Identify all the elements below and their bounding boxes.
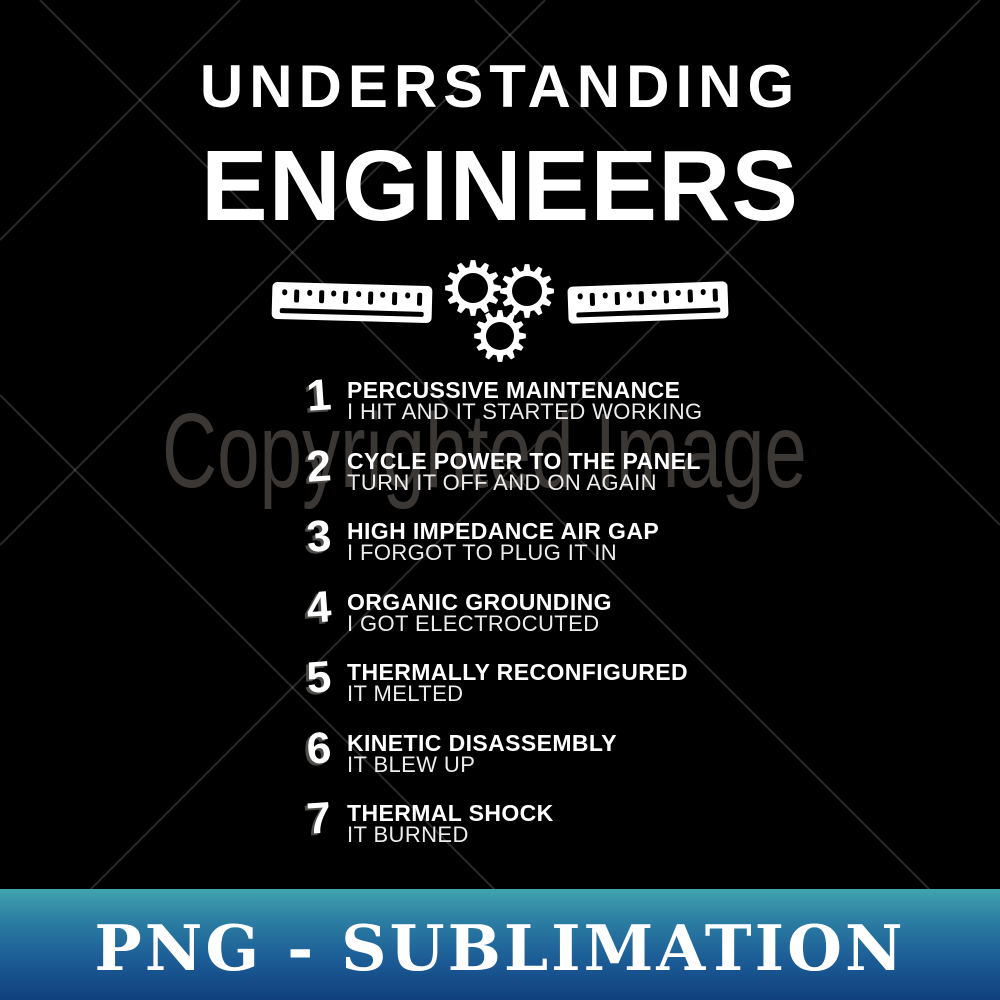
engineer-terms-list: 1 PERCUSSIVE MAINTENANCE I HIT AND IT ST…	[295, 370, 945, 868]
item-heading: THERMAL SHOCK	[347, 800, 554, 826]
tick-dash	[416, 292, 423, 306]
gears-icon	[445, 260, 554, 362]
item-number: 5	[305, 652, 333, 703]
tick-dot	[651, 290, 657, 297]
item-number: 3	[305, 511, 333, 562]
tick-dot	[626, 291, 632, 298]
item-number: 2	[305, 440, 333, 492]
list-item: 4 ORGANIC GROUNDING I GOT ELECTROCUTED	[295, 581, 945, 657]
item-number: 4	[305, 581, 333, 633]
tick-dash	[687, 289, 694, 303]
item-number: 7	[305, 793, 333, 844]
item-subtext: IT MELTED	[347, 681, 464, 706]
tick-dot	[282, 289, 288, 296]
tick-dot	[675, 289, 681, 297]
list-item: 3 HIGH IMPEDANCE AIR GAP I FORGOT TO PLU…	[295, 511, 945, 586]
tick-dash	[712, 288, 718, 302]
list-item: 1 PERCUSSIVE MAINTENANCE I HIT AND IT ST…	[295, 370, 945, 445]
item-subtext: IT BLEW UP	[347, 751, 476, 777]
list-item: 6 KINETIC DISASSEMBLY IT BLEW UP	[295, 722, 945, 798]
banner-label: PNG - SUBLIMATION	[94, 910, 906, 985]
list-item: 2 CYCLE POWER TO THE PANEL TURN IT OFF A…	[295, 440, 945, 516]
item-heading: ORGANIC GROUNDING	[347, 588, 612, 615]
tick-dash	[318, 290, 325, 304]
ruler-icon	[567, 281, 729, 324]
gear-icon	[445, 260, 501, 316]
tick-dash	[367, 291, 374, 305]
item-heading: PERCUSSIVE MAINTENANCE	[347, 377, 681, 403]
tick-dash	[638, 291, 645, 305]
tick-dash	[663, 290, 669, 304]
tick-dot	[380, 291, 386, 298]
tick-dot	[602, 292, 608, 299]
item-heading: CYCLE POWER TO THE PANEL	[347, 447, 701, 474]
tick-dot	[306, 289, 312, 296]
tick-dash	[294, 289, 300, 303]
item-subtext: TURN IT OFF AND ON AGAIN	[347, 469, 657, 495]
item-subtext: I HIT AND IT STARTED WORKING	[347, 399, 703, 424]
tick-dash	[614, 291, 620, 306]
item-heading: THERMALLY RECONFIGURED	[347, 659, 689, 685]
tick-dot	[355, 291, 361, 298]
tick-dot	[331, 290, 337, 297]
tick-dash	[392, 292, 398, 306]
ruler-slot	[279, 308, 424, 317]
item-subtext: I GOT ELECTROCUTED	[347, 610, 600, 636]
list-item: 7 THERMAL SHOCK IT BURNED	[295, 793, 945, 868]
ruler-icon	[271, 281, 433, 324]
ruler-ticks	[577, 288, 718, 307]
item-heading: HIGH IMPEDANCE AIR GAP	[347, 518, 660, 544]
title-line-1: UNDERSTANDING	[199, 53, 801, 120]
gear-icon	[474, 310, 526, 362]
ruler-ticks	[282, 289, 423, 306]
tick-dash	[343, 290, 349, 304]
item-subtext: IT BURNED	[347, 822, 469, 847]
ruler-slot	[576, 307, 721, 318]
tick-dot	[577, 293, 583, 300]
item-number: 1	[305, 370, 333, 421]
item-subtext: I FORGOT TO PLUG IT IN	[347, 540, 617, 565]
tick-dot	[404, 292, 410, 299]
list-item: 5 THERMALLY RECONFIGURED IT MELTED	[295, 652, 945, 727]
sublimation-banner: PNG - SUBLIMATION	[0, 889, 1000, 1000]
tick-dash	[589, 292, 596, 307]
item-heading: KINETIC DISASSEMBLY	[347, 729, 618, 756]
item-number: 6	[305, 722, 333, 774]
gear-icon	[500, 264, 554, 318]
watermark-text: Copyrighted Image	[162, 392, 807, 510]
title-line-2: ENGINEERS	[200, 130, 799, 242]
tick-dot	[700, 288, 706, 296]
